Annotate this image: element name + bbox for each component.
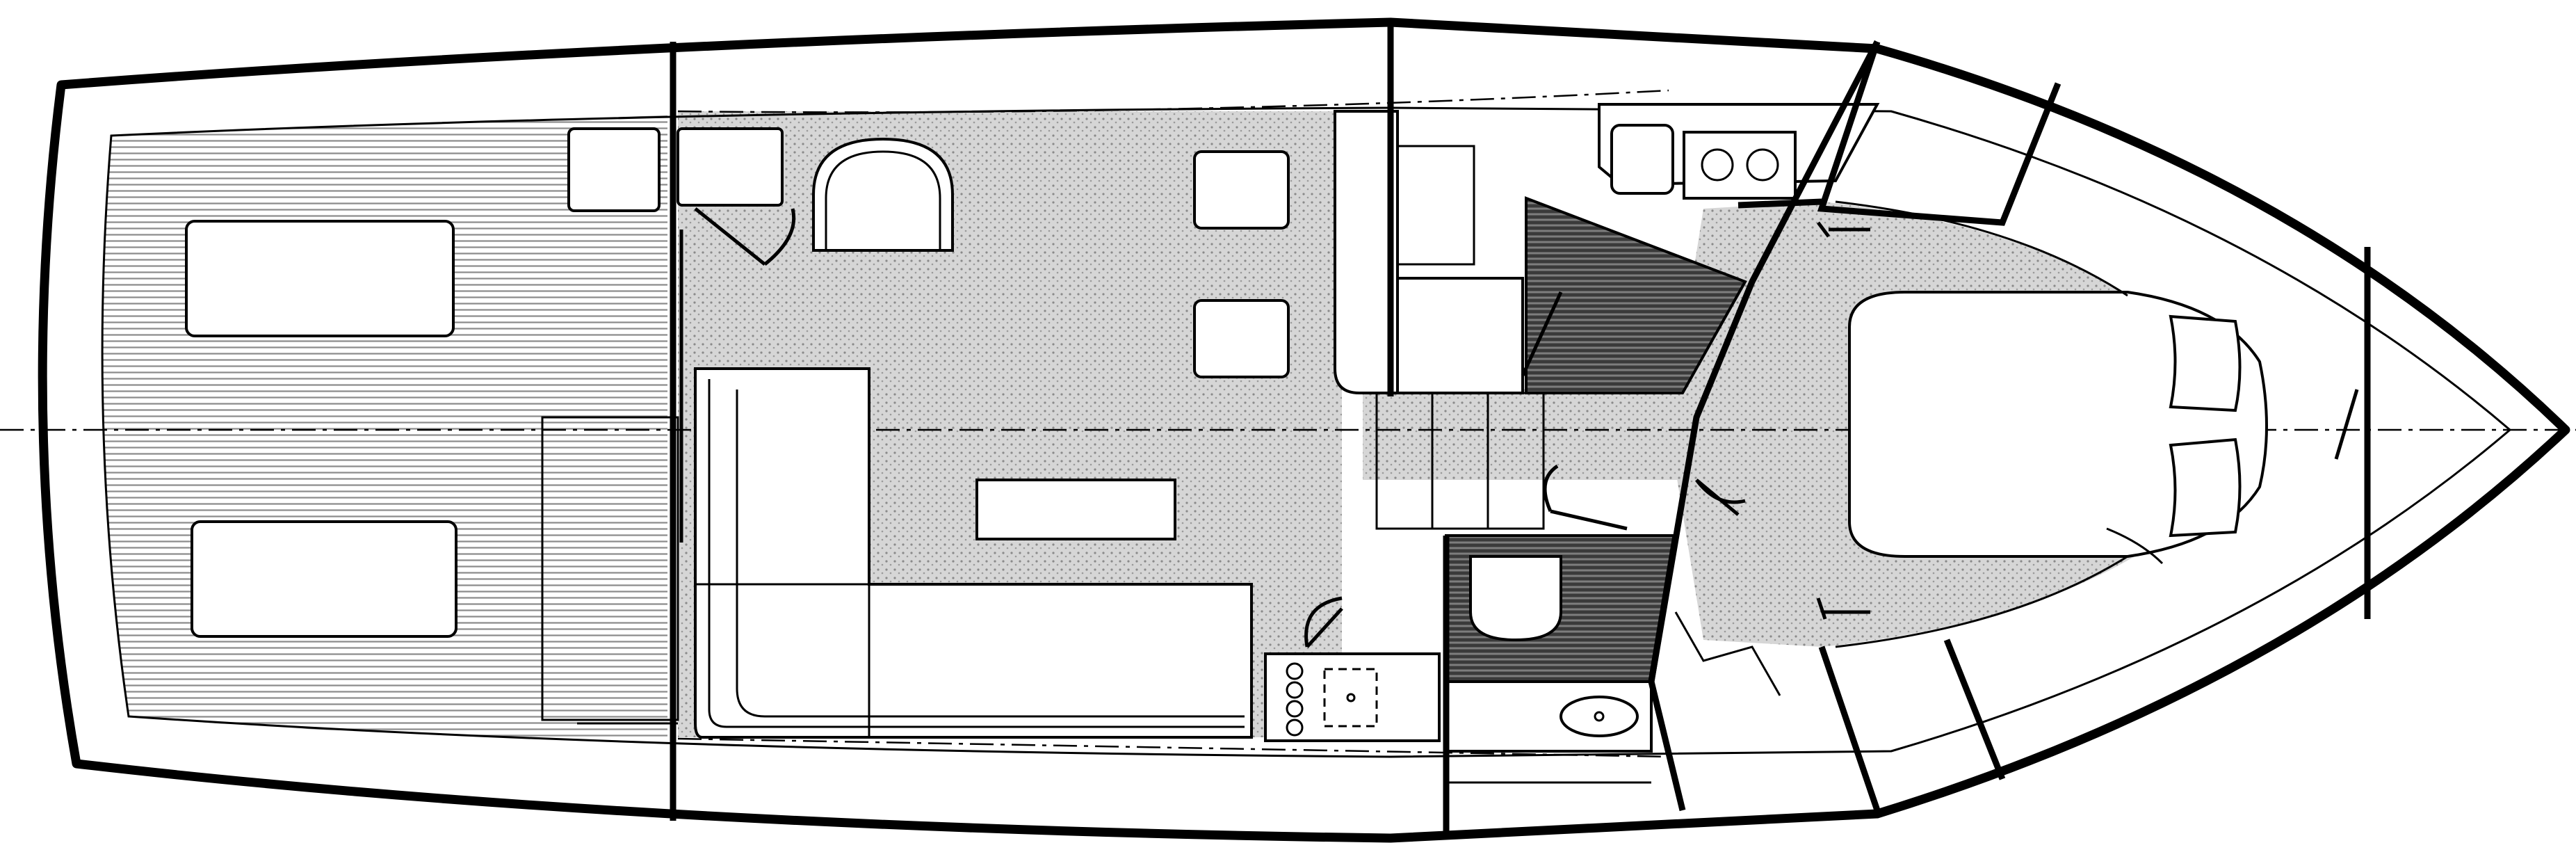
- stool-upper: [1193, 150, 1290, 230]
- head-door-upper: [1521, 291, 1563, 377]
- head-door-swing: [1543, 464, 1628, 531]
- head-forward-wall: [1648, 535, 1679, 682]
- head-sink-icon: [1560, 696, 1639, 737]
- passage-door-swing-2: [1674, 611, 1781, 696]
- sheer-dash-bottom: [677, 737, 1669, 758]
- cockpit-step: [541, 416, 679, 721]
- berth-sheet-fold: [2106, 527, 2164, 565]
- aft-door-swing: [694, 207, 796, 266]
- head-sink-drain: [1594, 711, 1605, 722]
- forward-cabin-bulkhead-top: [1737, 198, 1822, 209]
- aft-locker: [677, 127, 784, 207]
- v-berth: [1848, 291, 2268, 558]
- galley-door-swing: [1304, 596, 1343, 648]
- cockpit-locker: [567, 127, 661, 212]
- berth-pillow-icon: [2169, 314, 2242, 538]
- upper-stove-burner-icon: [1701, 148, 1779, 182]
- sink-drain: [1346, 693, 1356, 703]
- forward-cabin-door-upper: [1817, 221, 1870, 238]
- dinette-table: [975, 479, 1176, 540]
- toilet-icon: [1469, 555, 1562, 642]
- settee-cushion-line: [708, 379, 1245, 728]
- passage-door-swing: [1695, 479, 1746, 516]
- stove-burner-icon: [1286, 662, 1304, 737]
- upper-sink-icon: [1610, 124, 1674, 195]
- companionway-steps: [1375, 392, 1545, 530]
- helm-seat: [812, 137, 954, 252]
- dinette-settee: [694, 367, 1253, 739]
- berth-cushion-edge: [1835, 200, 2128, 648]
- settee-cushion-line-inner: [736, 390, 1245, 718]
- helm-seat-back: [825, 150, 941, 250]
- head-floor-upper: [1525, 196, 1747, 394]
- sheer-dash-top: [677, 89, 1669, 113]
- forward-hatch-lower: [1818, 639, 2006, 812]
- galley-fridge: [1396, 145, 1475, 266]
- forward-hatch-upper: [1817, 40, 2061, 226]
- forward-cabin-door-lower: [1816, 597, 1870, 620]
- chain-locker-door: [2334, 389, 2359, 460]
- galley-cabinet: [1396, 277, 1524, 394]
- stool-lower: [1193, 299, 1290, 378]
- cockpit-hatch-lower: [191, 520, 457, 638]
- cockpit-hatch-upper: [185, 220, 455, 337]
